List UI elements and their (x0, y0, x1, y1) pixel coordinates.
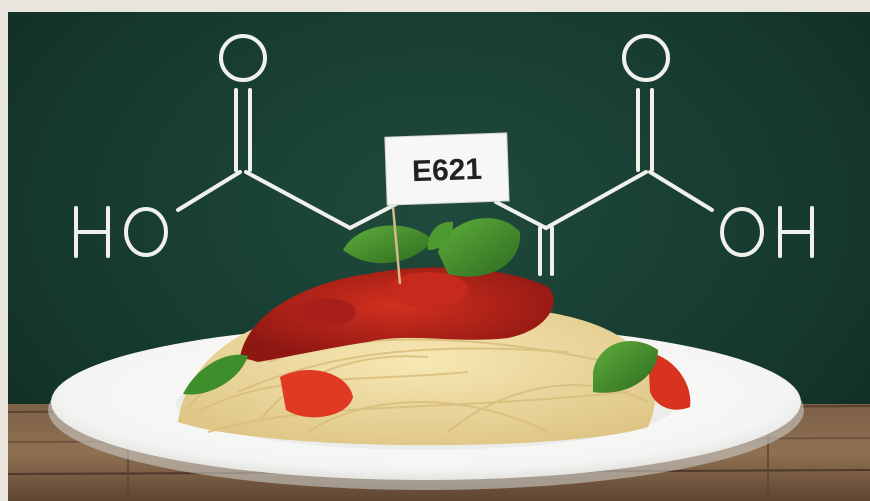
chalk-formula (74, 34, 814, 276)
chalk-bond-mid-right (494, 200, 548, 230)
chalk-bond-left-oh (176, 170, 242, 212)
flag-stick (391, 206, 402, 285)
chalk-bond-right-chain (544, 170, 648, 230)
chalk-bond-mid-left (348, 200, 402, 230)
chalk-bond-right-oh (648, 170, 714, 212)
tomato-pieces (280, 352, 691, 418)
e-number-flag: E621 (384, 132, 510, 206)
tomato-sauce (240, 267, 554, 362)
photo-scene: E621 (8, 12, 870, 501)
chalk-o-left (124, 207, 168, 257)
basil-leaves (183, 218, 658, 395)
chalk-oxygen-left (219, 34, 267, 82)
chalk-bond-left-chain (244, 170, 352, 230)
e-number-label: E621 (411, 153, 482, 188)
photo-illustration: E621 (8, 34, 870, 501)
chalk-o-right (720, 207, 764, 257)
chalk-oxygen-right (622, 34, 670, 82)
